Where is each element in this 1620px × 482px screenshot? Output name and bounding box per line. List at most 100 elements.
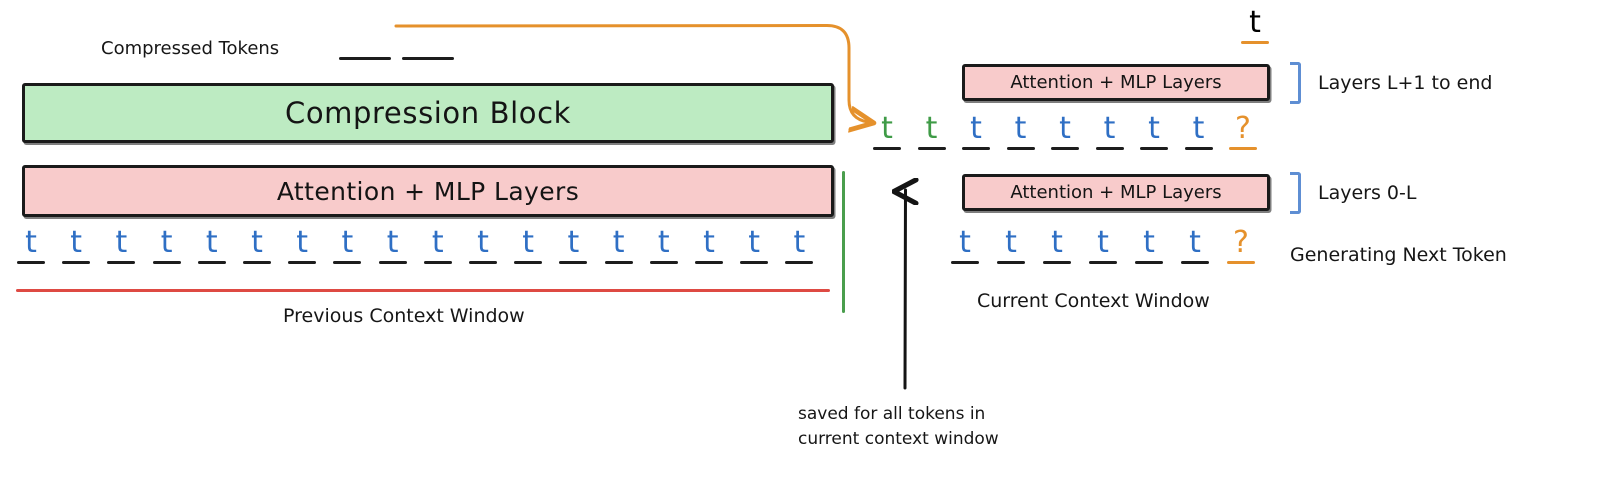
prev-token-16: t: [692, 228, 726, 264]
previous-attention-mlp-block[interactable]: Attention + MLP Layers: [22, 165, 834, 217]
upper-layers-label: Layers L+1 to end: [1318, 72, 1493, 94]
upper-token-1: t: [870, 114, 904, 150]
lower-attention-mlp-block[interactable]: Attention + MLP Layers: [962, 174, 1270, 211]
prev-token-11-slot: [469, 261, 497, 264]
prev-token-16-glyph: t: [703, 225, 715, 260]
upper-token-7: t: [1137, 114, 1171, 150]
lower-token-5-glyph: t: [1143, 225, 1155, 260]
prev-token-18-glyph: t: [793, 225, 806, 260]
lower-token-5-slot: [1135, 261, 1163, 264]
prev-token-4-slot: [152, 261, 181, 264]
upper-token-6-glyph: t: [1103, 111, 1116, 146]
prev-token-15-glyph: t: [657, 225, 670, 260]
prev-token-1-glyph: t: [25, 225, 37, 260]
upper-token-3-slot: [962, 147, 990, 150]
prev-token-6: t: [240, 228, 274, 264]
lower-layers-label: Layers 0-L: [1318, 182, 1417, 204]
lower-token-3: t: [1040, 228, 1074, 264]
prev-token-18-slot: [785, 261, 814, 264]
upper-token-9-glyph: ?: [1235, 111, 1251, 146]
lower-token-1: t: [948, 228, 982, 264]
upper-token-2-glyph: t: [925, 111, 938, 146]
prev-token-6-glyph: t: [251, 225, 263, 260]
upper-token-4-glyph: t: [1014, 111, 1027, 146]
prev-token-12: t: [511, 228, 545, 264]
lower-token-1-glyph: t: [959, 225, 971, 260]
prev-token-17: t: [737, 228, 771, 264]
lower-layers-bracket: [1290, 172, 1301, 214]
lower-token-6-slot: [1181, 261, 1209, 264]
lower-token-4-slot: [1089, 261, 1117, 264]
lower-token-4: t: [1086, 228, 1120, 264]
saved-kv-cache-note: saved for all tokens in current context …: [798, 404, 999, 449]
saved-kv-cache-arrow: [905, 190, 906, 390]
compression-block-label: Compression Block: [284, 96, 572, 130]
prev-token-2: t: [59, 228, 93, 264]
lower-token-6: t: [1178, 228, 1212, 264]
prev-token-14-slot: [604, 261, 633, 264]
prev-token-15-slot: [649, 261, 678, 264]
prev-token-1: t: [14, 228, 48, 264]
previous-attention-mlp-label: Attention + MLP Layers: [276, 176, 580, 206]
lower-token-2: t: [994, 228, 1028, 264]
upper-layers-bracket: [1290, 62, 1301, 104]
prev-token-3-slot: [107, 261, 136, 264]
prev-token-4-glyph: t: [160, 225, 173, 260]
prev-token-8-slot: [333, 261, 362, 264]
lower-token-7-slot: [1227, 261, 1255, 264]
upper-token-7-slot: [1140, 147, 1168, 150]
prev-token-14-glyph: t: [612, 225, 625, 260]
lower-token-6-glyph: t: [1189, 225, 1201, 260]
prev-token-2-glyph: t: [70, 225, 83, 260]
current-context-window-caption: Current Context Window: [977, 290, 1210, 312]
compressed-token-slot-2: [402, 57, 454, 60]
upper-token-5-glyph: t: [1059, 111, 1071, 146]
previous-context-window-caption: Previous Context Window: [283, 305, 525, 327]
upper-token-7-glyph: t: [1148, 111, 1160, 146]
upper-attention-mlp-label: Attention + MLP Layers: [1010, 72, 1222, 93]
prev-token-1-slot: [17, 261, 45, 264]
prev-token-8: t: [330, 228, 364, 264]
lower-token-1-slot: [951, 261, 979, 264]
upper-token-6-slot: [1095, 147, 1124, 150]
compressed-token-slot-1: [339, 57, 391, 60]
prev-token-11: t: [466, 228, 500, 264]
prev-token-10: t: [421, 228, 455, 264]
prev-token-7: t: [285, 228, 319, 264]
lower-token-3-slot: [1043, 261, 1071, 264]
prev-token-2-slot: [62, 261, 91, 264]
prev-token-13-glyph: t: [567, 225, 580, 260]
previous-context-window-rule: [16, 289, 830, 292]
output-token: t: [1238, 8, 1272, 44]
lower-token-7: ?: [1224, 228, 1258, 264]
prev-token-5-glyph: t: [205, 225, 218, 260]
prev-token-17-slot: [740, 261, 769, 264]
upper-token-4-slot: [1006, 147, 1035, 150]
prev-token-18: t: [782, 228, 816, 264]
output-token-glyph: t: [1249, 5, 1261, 40]
prev-token-5-slot: [197, 261, 226, 264]
upper-token-8-slot: [1184, 147, 1213, 150]
upper-token-9: ?: [1226, 114, 1260, 150]
prev-token-13: t: [556, 228, 590, 264]
prev-token-9-glyph: t: [386, 225, 399, 260]
prev-token-17-glyph: t: [748, 225, 761, 260]
upper-token-2-slot: [917, 147, 946, 150]
prev-token-3: t: [104, 228, 138, 264]
compression-block[interactable]: Compression Block: [22, 83, 834, 143]
prev-token-14: t: [602, 228, 636, 264]
generating-next-token-label: Generating Next Token: [1290, 244, 1507, 266]
prev-token-3-glyph: t: [115, 225, 128, 260]
prev-token-15: t: [647, 228, 681, 264]
upper-attention-mlp-block[interactable]: Attention + MLP Layers: [962, 64, 1270, 101]
upper-token-1-glyph: t: [881, 111, 893, 146]
prev-token-9: t: [376, 228, 410, 264]
prev-token-7-slot: [288, 261, 317, 264]
prev-token-8-glyph: t: [341, 225, 354, 260]
compressed-token-feed-arrow: [394, 23, 868, 122]
